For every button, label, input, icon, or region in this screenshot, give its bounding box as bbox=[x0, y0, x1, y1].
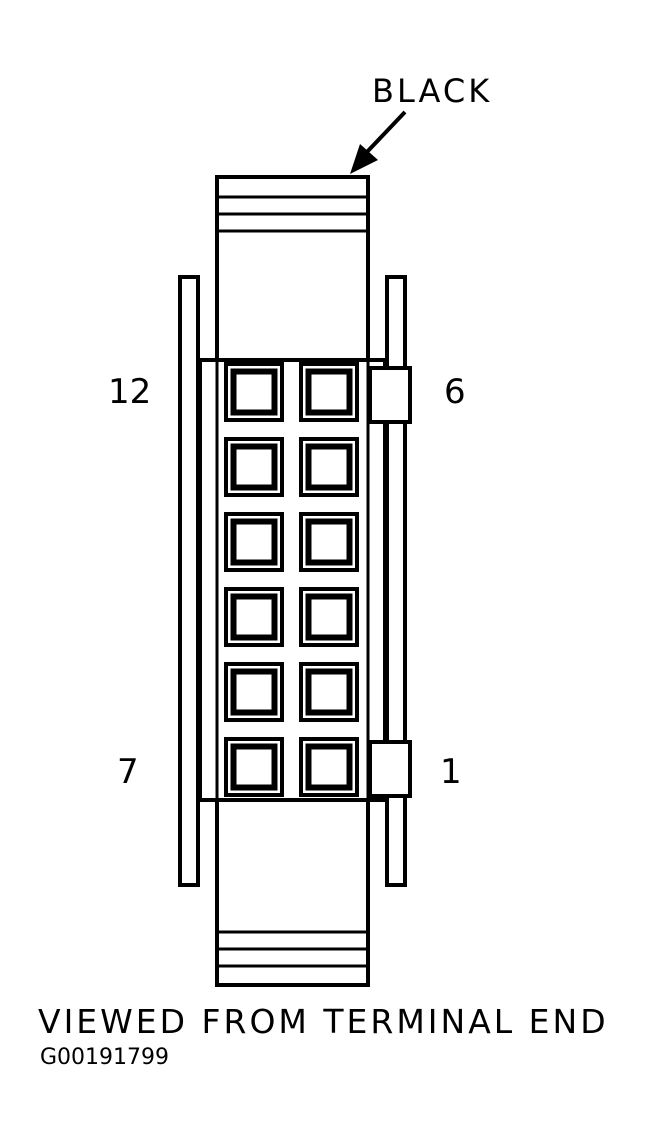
terminal-cavity bbox=[224, 362, 284, 422]
terminal-cavity bbox=[224, 587, 284, 647]
terminal-cavity bbox=[299, 587, 359, 647]
terminal-cavity bbox=[224, 512, 284, 572]
terminal-grid bbox=[224, 362, 359, 797]
latch-tab-top bbox=[368, 366, 412, 424]
wire-color-label: BLACK bbox=[372, 72, 492, 110]
terminal-cavity bbox=[299, 437, 359, 497]
view-note-caption: VIEWED FROM TERMINAL END bbox=[38, 1002, 609, 1041]
pin-label-bottom-left: 7 bbox=[117, 752, 139, 792]
terminal-cavity bbox=[299, 662, 359, 722]
pin-label-top-right: 6 bbox=[444, 372, 466, 412]
terminal-cavity bbox=[224, 737, 284, 797]
figure-id: G00191799 bbox=[40, 1045, 169, 1070]
terminal-cavity bbox=[299, 362, 359, 422]
terminal-face bbox=[198, 358, 387, 802]
pin-label-top-left: 12 bbox=[108, 372, 151, 412]
terminal-cavity bbox=[224, 662, 284, 722]
terminal-cavity bbox=[299, 737, 359, 797]
latch-tab-bottom bbox=[368, 740, 412, 798]
pin-label-bottom-right: 1 bbox=[440, 752, 462, 792]
arrow-icon bbox=[350, 110, 407, 174]
terminal-cavity bbox=[224, 437, 284, 497]
left-locking-rail bbox=[178, 275, 200, 887]
terminal-cavity bbox=[299, 512, 359, 572]
